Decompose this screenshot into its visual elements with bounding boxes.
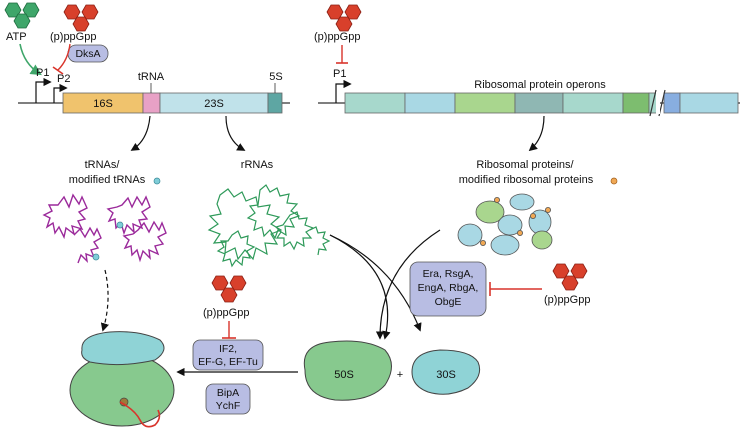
- atp-molecule-icon: [4, 2, 40, 29]
- trna-modification-dot-2: [92, 253, 100, 261]
- atp-activation-arrow: [19, 43, 42, 76]
- translation-factors-box: IF2, EF-G, EF-Tu: [192, 339, 264, 371]
- trnas-label-line2: modified tRNAs: [69, 174, 146, 186]
- promoter-p2-label: P2: [57, 73, 70, 85]
- atp-label: ATP: [6, 31, 27, 43]
- ppgpp-molecule-icon: [63, 4, 99, 32]
- subunit-30s-shape: [411, 349, 481, 395]
- ychf-label: YchF: [216, 400, 241, 412]
- rrna-structure-icon: [207, 184, 331, 268]
- ribosomal-protein-operon: P1 Ribosomal protein operons: [318, 68, 740, 117]
- promoter-p1-label: P1: [36, 67, 49, 79]
- arrow-to-rrnas: [225, 115, 246, 151]
- gtpase-line-2: EngA, RbgA,: [418, 282, 479, 294]
- arrow-trna-to-ribosome: [100, 269, 109, 332]
- mrna-strand: [119, 401, 161, 428]
- ppgpp-label-bottom: (p)ppGpp: [203, 307, 249, 319]
- arrow-to-ribosomal-proteins: [528, 115, 545, 152]
- assembled-ribosome-icon: [69, 331, 175, 428]
- ppgpp-label-top-right: (p)ppGpp: [314, 31, 360, 43]
- gene-5s: [267, 92, 283, 114]
- subunit-50s-shape: [303, 340, 392, 401]
- trnas-label-line1: tRNAs/: [85, 159, 121, 171]
- gtpase-box: Era, RsgA, EngA, RbgA, ObgE: [409, 261, 487, 317]
- rrna-operon: P1 P2 16S tRNA 23S 5S: [18, 67, 290, 114]
- modified-protein-dot-icon: [610, 177, 618, 185]
- ppgpp-label-right: (p)ppGpp: [544, 294, 590, 306]
- subunit-30s-label: 30S: [436, 369, 456, 381]
- promoter-p2-arrow: [53, 83, 68, 103]
- rrnas-label: rRNAs: [241, 159, 274, 171]
- ppgpp-molecule-icon-top-right: [326, 4, 362, 32]
- trna-structures-icon: [42, 193, 167, 264]
- gene-16s-label: 16S: [93, 98, 113, 110]
- ppgpp-label: (p)ppGpp: [50, 31, 96, 43]
- ribosomal-proteins-label-line1: Ribosomal proteins/: [476, 159, 574, 171]
- arrow-to-trnas: [130, 115, 151, 151]
- bipa-ychf-box: BipA YchF: [205, 383, 251, 415]
- factors-line-1: IF2,: [219, 343, 237, 355]
- ppgpp-molecule-icon-bottom: [211, 275, 247, 303]
- promoter-p1-arrow: [35, 77, 52, 103]
- arrow-rrna-to-50s: [329, 234, 391, 340]
- ppgpp-molecule-icon-right: [552, 263, 588, 291]
- gtpase-line-3: ObgE: [435, 296, 462, 308]
- ribosomal-protein-blobs-icon: [457, 193, 553, 256]
- gene-trna: [142, 92, 161, 114]
- bipa-label: BipA: [217, 387, 239, 399]
- ppgpp-inhibition-line: [57, 43, 71, 71]
- arrow-rrna-to-30s: [329, 234, 422, 332]
- dksa-label: DksA: [75, 48, 100, 60]
- modified-trna-dot-icon: [153, 177, 161, 185]
- dksa-box: DksA: [67, 44, 109, 63]
- ribosomal-proteins-label-line2: modified ribosomal proteins: [459, 174, 594, 186]
- subunit-50s-label: 50S: [334, 369, 354, 381]
- gtpase-line-1: Era, RsgA,: [423, 268, 474, 280]
- promoter-p1-arrow-operon: [335, 79, 352, 103]
- arrow-proteins-to-50s: [375, 229, 441, 340]
- trna-modification-dot: [116, 221, 124, 229]
- factors-line-2: EF-G, EF-Tu: [198, 356, 258, 368]
- gene-23s-label: 23S: [204, 98, 224, 110]
- ppgpp-inhibition-bar: [52, 66, 64, 75]
- ribosomal-protein-operons-label: Ribosomal protein operons: [474, 79, 606, 91]
- gene-5s-label: 5S: [269, 71, 282, 83]
- plus-sign: +: [397, 369, 403, 381]
- gene-trna-label: tRNA: [138, 71, 165, 83]
- promoter-p1-label-operon: P1: [333, 68, 346, 80]
